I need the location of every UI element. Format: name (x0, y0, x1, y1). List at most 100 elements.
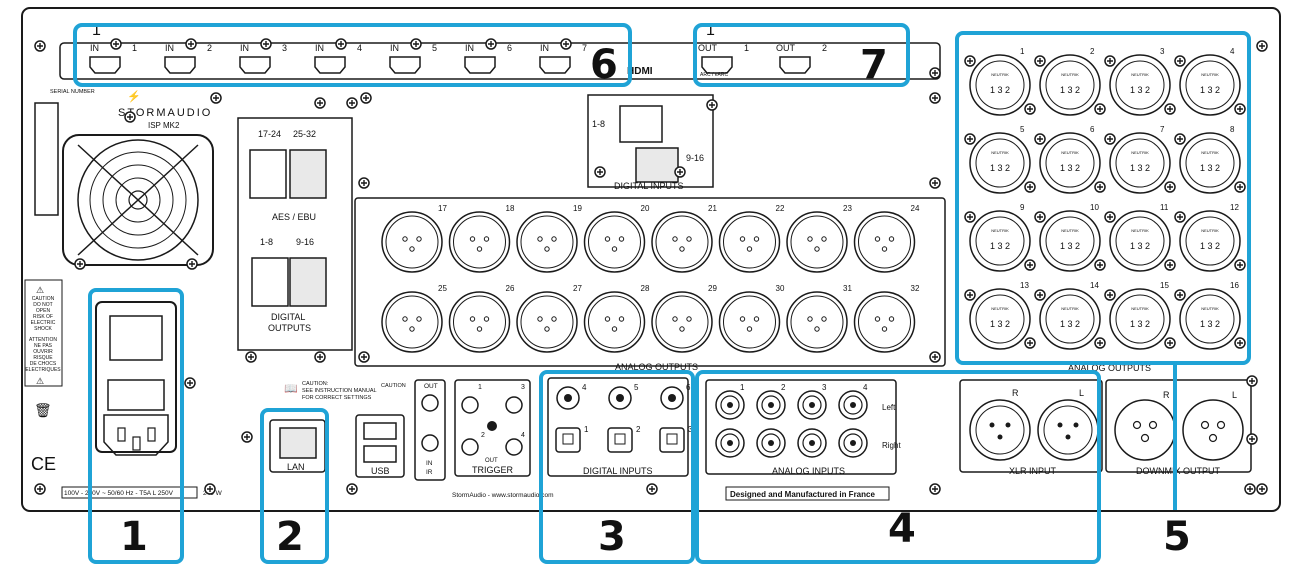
xlr-out-26-pin2 (483, 316, 490, 322)
callout-box-5 (955, 31, 1251, 365)
xlr-out-28-inner (588, 295, 641, 349)
callout-box-2 (260, 408, 329, 564)
neutrik-1 (969, 54, 1031, 116)
aes-rj45-port-2 (289, 149, 327, 199)
footer-website: StormAudio - www.stormaudio.com (452, 492, 554, 499)
xlr-input-l: L (1079, 388, 1084, 398)
neutrik-2 (1039, 54, 1101, 116)
rca-jack-4-right (838, 428, 868, 458)
neutrik-pins-10: 1 3 2 (1060, 241, 1080, 251)
xlr-out-22-pin3 (746, 246, 753, 252)
hdmi-in-port-7 (539, 56, 571, 74)
neutrik-11 (1109, 210, 1171, 272)
coax-num-5: 5 (634, 383, 639, 392)
trigger-num-1: 1 (478, 384, 482, 391)
xlr-input-pin-c-2 (1065, 434, 1071, 440)
rca-num-3: 3 (822, 383, 827, 392)
digital-outputs-label-2: OUTPUTS (268, 323, 311, 333)
warning-triangle-icon-2: ⚠ (36, 376, 44, 386)
xlr-out-23-pin2 (821, 236, 827, 242)
xlr-out-28-pin2 (618, 316, 625, 322)
neutrik-inner-3 (1115, 60, 1165, 110)
rca-ring-4-right (843, 433, 863, 453)
neutrik-badge-8: NEUTRIK (1201, 150, 1219, 155)
callout-number-6: 6 (590, 42, 618, 88)
xlr-out-25-inner (385, 295, 439, 349)
xlr-out-num-20: 20 (641, 204, 650, 213)
caution-en-1: DO NOT (33, 302, 52, 308)
neutrik-num-16: 16 (1230, 281, 1239, 290)
neutrik-screw-b-2-slot (1097, 106, 1103, 112)
spdif-frame (547, 377, 689, 477)
xlr-out-21-pin1 (672, 236, 678, 242)
xlr-input-label: XLR INPUT (1009, 466, 1057, 476)
xlr-out-24-pin2 (888, 236, 895, 242)
neutrik-pins-16: 1 3 2 (1200, 319, 1220, 329)
xlr-out-24-pin3 (881, 246, 888, 252)
digital-inputs-rj45-box (587, 94, 714, 188)
downmix-l: L (1232, 390, 1237, 400)
neutrik-num-6: 6 (1090, 125, 1095, 134)
neutrik-3 (1109, 54, 1171, 116)
rca-left-label: Left (882, 403, 896, 412)
rca-pin-4-right (850, 440, 856, 446)
neutrik-screw-b-11-slot (1167, 262, 1173, 268)
xlr-out-26-pin1 (469, 316, 476, 322)
neutrik-screw-a-13-slot (967, 292, 973, 298)
rca-jack-2-right (756, 428, 786, 458)
xlr-out-26 (448, 291, 511, 353)
neutrik-inner-13 (975, 294, 1025, 344)
screw-29-slot (1249, 436, 1255, 442)
neutrik-badge-4: NEUTRIK (1201, 72, 1219, 77)
neutrik-screw-b-14-slot (1097, 340, 1103, 346)
coax-jack-5 (608, 386, 632, 410)
screw-13-slot (349, 100, 355, 106)
neutrik-num-13: 13 (1020, 281, 1029, 290)
optical-shutter-1 (562, 433, 574, 445)
aes-block (237, 117, 353, 351)
neutrik-pins-9: 1 3 2 (990, 241, 1010, 251)
rca-num-4: 4 (863, 383, 868, 392)
rca-jack-2-left (756, 390, 786, 420)
hdmi-in-word-5: IN (390, 43, 399, 53)
rca-ring-2-left (761, 395, 781, 415)
xlr-out-31-pin2 (821, 316, 827, 322)
rca-jack-3-left (797, 390, 827, 420)
neutrik-screw-b-9-slot (1027, 262, 1033, 268)
usb-label: USB (371, 466, 390, 476)
rj45-port-di-2 (635, 147, 679, 183)
neutrik-screw-a-15-slot (1107, 292, 1113, 298)
hdmi-in-num-4: 4 (357, 43, 362, 53)
hdmi-in-word-6: IN (465, 43, 474, 53)
xlr-out-17 (381, 211, 443, 273)
rca-pin-2-right (768, 440, 774, 446)
trigger-jack-3 (505, 396, 523, 414)
xlr-out-20-pin2 (618, 236, 625, 242)
neutrik-screw-a-7-slot (1107, 136, 1113, 142)
screw-15-slot (932, 95, 938, 101)
screw-7-slot (189, 261, 195, 267)
rca-jack-3-right (797, 428, 827, 458)
xlr-out-num-18: 18 (506, 204, 515, 213)
hdmi-out-word-1: OUT (698, 43, 718, 53)
hdmi-in-num-2: 2 (207, 43, 212, 53)
xlr-input-inner-2 (1043, 405, 1093, 455)
ir-out-jack (421, 394, 439, 412)
xlr-out-22-inner (723, 215, 776, 269)
xlr-out-21-pin2 (686, 236, 692, 242)
xlr-out-17-pin2 (416, 236, 422, 242)
ir-label: IR (426, 469, 433, 476)
xlr-out-24-inner (858, 215, 911, 269)
neutrik-badge-10: NEUTRIK (1061, 228, 1079, 233)
xlr-out-30-pin1 (739, 316, 746, 322)
neutrik-7 (1109, 132, 1171, 194)
xlr-out-26-pin3 (476, 326, 483, 332)
hdmi-in-screw-7-slot (563, 41, 569, 47)
xlr-out-num-27: 27 (573, 284, 582, 293)
xlr-out-num-21: 21 (708, 204, 717, 213)
caution-en-5: SHOCK (34, 326, 52, 332)
hdmi-in-screw-1-slot (113, 41, 119, 47)
hdmi-in-word-2: IN (165, 43, 174, 53)
neutrik-inner-12 (1185, 216, 1235, 266)
